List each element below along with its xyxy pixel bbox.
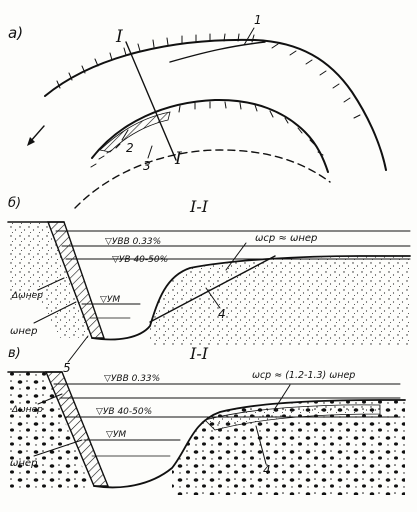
section-line [125,41,177,161]
panel-a-plan: а) 1 2 3 I I [8,13,387,209]
panel-b-section: б) I-I ▽УВВ 0.33% ▽УВ 40-50% ▽УМ ωср ≈ ω… [7,196,411,375]
level-label-b-2: ▽УВ 40-50% [112,255,168,265]
left-bank-soil [8,222,92,338]
deposit-b [150,256,410,345]
callout-3: 3 [143,159,151,173]
omega-leader-b [33,301,77,324]
callout-4-b-leader [205,287,221,309]
level-label-b-1: ▽УВВ 0.33% [105,237,161,247]
callout-4-c: 4 [263,463,271,477]
callout-2: 2 [126,141,134,155]
panel-c-title: I-I [189,344,209,363]
area-eq-b: ωср ≈ ωнер [255,233,317,244]
outer-bank-hatch-right [271,43,361,119]
left-bank-gravel [8,372,92,492]
flow-arrow-head [27,137,35,146]
delta-label-c: Δωнер [11,405,43,415]
deposit-c [204,404,381,431]
delta-leader-b [37,277,65,291]
omega-label-b: ωнер [10,326,37,337]
callout-5: 5 [63,361,71,375]
callout-5-leader [67,335,89,363]
dashed-line-3 [74,149,331,209]
panel-b-label: б) [8,196,21,211]
area-leader-b [225,242,247,271]
level-label-b-3: ▽УМ [100,295,120,305]
area-eq-c: ωср ≈ (1.2-1.3) ωнер [252,370,355,381]
delta-label-b: Δωнер [11,291,43,301]
inner-bank-line [91,98,329,173]
section-mark-bottom: I [174,149,182,169]
inner-bank-hatch [90,101,324,168]
callout-1: 1 [254,13,262,27]
inner-bank-deposit [99,111,171,153]
omega-leader-c [33,439,83,457]
panel-b-title: I-I [189,197,209,216]
delta-leader-c [37,393,63,405]
level-label-c-3: ▽УМ [106,430,126,440]
panel-c-section: в) I-I ▽УВВ 0.33% ▽УВ 40-50% ▽УМ ωср ≈ (… [7,344,406,495]
callout-1-leader [243,27,255,46]
omega-label-c: ωнер [10,458,37,469]
callout-3-leader [147,145,153,159]
flow-arrow [29,125,45,143]
section-mark-top: I [115,27,123,47]
area-leader-c [273,384,291,411]
deposit-boundary-b [149,255,276,323]
level-label-c-1: ▽УВВ 0.33% [104,374,160,384]
level-label-c-2: ▽УВ 40-50% [96,407,152,417]
outer-bank-line [44,38,387,171]
line-1 [169,41,266,63]
callout-4-c-leader [255,425,267,465]
outer-bank-hatch [56,33,255,89]
panel-a-label: а) [8,24,23,42]
callout-2-leader [121,129,129,141]
panel-c-label: в) [8,346,21,361]
callout-4-b: 4 [218,307,226,321]
